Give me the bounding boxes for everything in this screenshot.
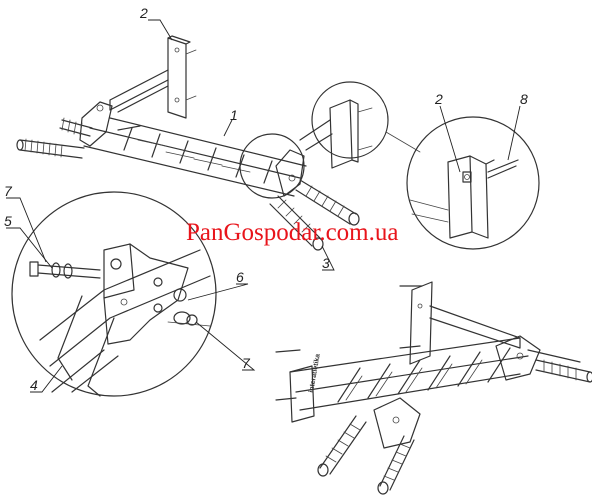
main-bar-assembly [16,35,421,251]
left-grip-lower [16,138,85,159]
right-grip-upper [295,179,360,226]
front-grip-left [317,415,367,477]
detail-hook-circle [11,191,217,397]
callout-1: 1 [230,107,238,123]
left-grip-upper [59,117,93,137]
callout-3: 3 [322,255,330,271]
callout-7-bottom: 7 [242,355,251,371]
detail-bracket-circle [406,116,540,250]
callout-labels: 2 1 2 8 7 5 6 3 7 4 [4,5,528,393]
watermark-text: PanGospodar.com.ua [186,219,398,246]
leader-lines [6,19,521,393]
callout-8: 8 [520,91,528,107]
brand-label: interatletika [308,353,322,393]
callout-4: 4 [30,377,38,393]
callout-2-detail: 2 [434,91,443,107]
assembled-bar-view: interatletika [275,281,592,495]
right-grip-lower [269,195,324,251]
front-grip-right [377,435,415,495]
callout-6: 6 [236,269,244,285]
callout-7-left: 7 [4,183,13,199]
callout-5: 5 [4,213,12,229]
callout-2-top: 2 [139,5,148,21]
